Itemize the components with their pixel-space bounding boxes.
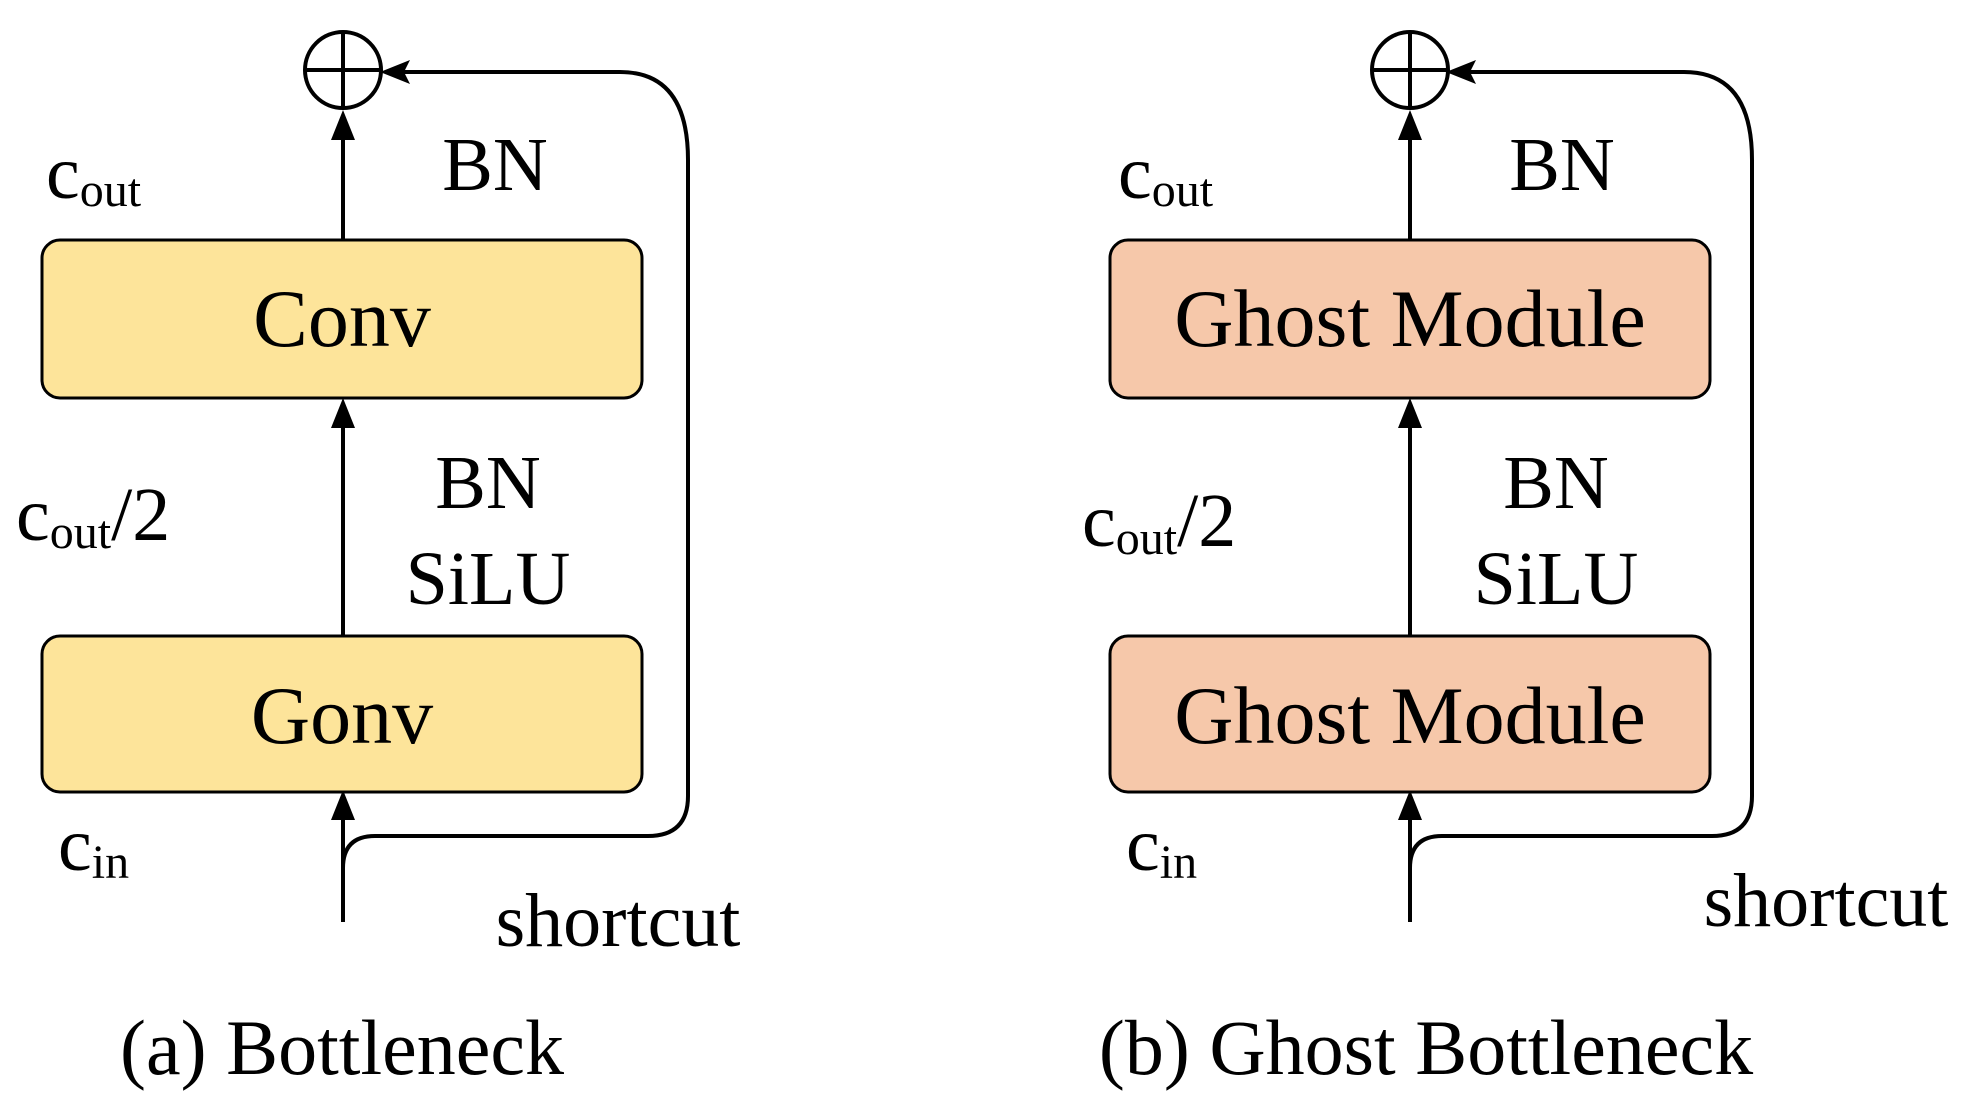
panel-a-shortcut-line — [341, 70, 690, 922]
panel-b-top-activation: BN — [1509, 123, 1615, 207]
panel-a-c-out-top: cout — [46, 131, 142, 217]
panel-b-c-out-top: cout — [1118, 131, 1214, 217]
panel-a-c-out-mid: cout/2 — [16, 473, 170, 559]
panel-a-bottom-block-label: Gonv — [251, 670, 433, 761]
panel-b-shortcut-arrowhead — [1446, 60, 1476, 84]
panel-a-mid-arrowhead — [331, 398, 355, 428]
panel-b-c-in: cin — [1126, 803, 1197, 889]
panel-a-top-arrowhead — [331, 110, 355, 140]
panel-a-top-activation: BN — [442, 123, 548, 207]
panel-a-mid-activation-2: SiLU — [406, 537, 571, 621]
panel-a-shortcut-label: shortcut — [496, 879, 741, 963]
panel-b-c-out-mid: cout/2 — [1082, 479, 1236, 565]
panel-a-caption: (a) Bottleneck — [120, 1004, 564, 1091]
panel-a-add-circle-icon — [303, 30, 383, 110]
panel-a-c-in: cin — [58, 803, 129, 889]
panel-b-top-arrowhead — [1398, 110, 1422, 140]
panel-a-top-block-label: Conv — [253, 273, 431, 364]
panel-b-mid-activation-2: SiLU — [1474, 537, 1639, 621]
panel-a-mid-activation-1: BN — [435, 441, 541, 525]
panel-b-top-block-label: Ghost Module — [1174, 273, 1646, 364]
panel-b-bottom-block-label: Ghost Module — [1174, 670, 1646, 761]
panel-b-input-arrowhead — [1398, 790, 1422, 820]
panel-b-shortcut-label: shortcut — [1704, 859, 1949, 943]
panel-b-mid-activation-1: BN — [1503, 441, 1609, 525]
panel-b-add-circle-icon — [1370, 30, 1450, 110]
panel-b-caption: (b) Ghost Bottleneck — [1099, 1004, 1753, 1091]
panel-a: Gonv Conv BN BN SiLU cout cout/2 cin sho… — [16, 30, 741, 1091]
panel-b-shortcut-line — [1408, 70, 1754, 922]
panel-b: Ghost Module Ghost Module BN BN SiLU cou… — [1082, 30, 1949, 1091]
panel-a-input-arrowhead — [331, 790, 355, 820]
panel-b-mid-arrowhead — [1398, 398, 1422, 428]
panel-a-shortcut-arrowhead — [380, 60, 410, 84]
